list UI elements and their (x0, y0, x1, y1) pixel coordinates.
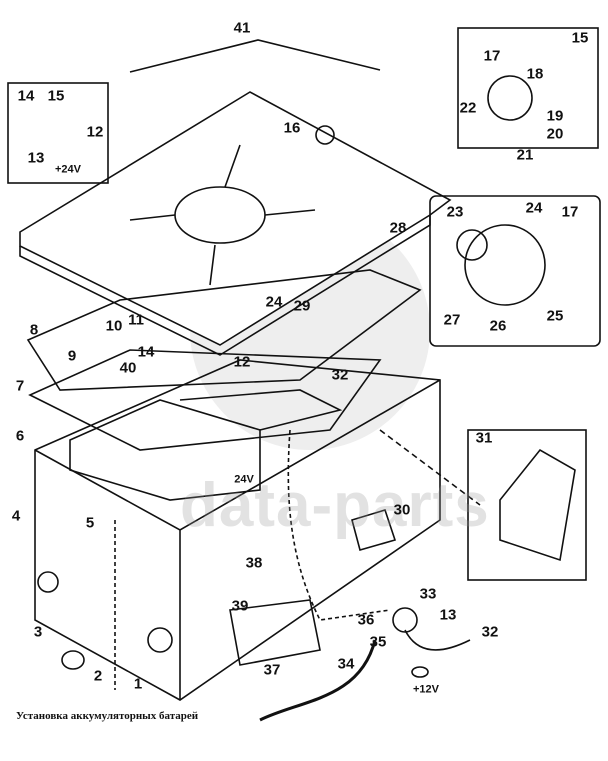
callout-31: 31 (475, 429, 493, 447)
callout-16: 16 (283, 119, 301, 137)
callout-20: 20 (546, 125, 564, 143)
dashed-link-31 (379, 429, 481, 506)
callout-8: 8 (29, 321, 39, 339)
callout-18: 18 (526, 65, 544, 83)
callout-21: 21 (516, 146, 534, 164)
bracket-31 (499, 448, 576, 562)
callout-27: 27 (443, 311, 461, 329)
callout-38: 38 (245, 554, 263, 572)
callout-33: 33 (419, 585, 437, 603)
watermark-text: data-parts (180, 471, 490, 540)
inset-terminal (7, 82, 109, 184)
callout-7: 7 (15, 377, 25, 395)
bracket-37 (229, 599, 321, 666)
callout-10: 10 (105, 317, 123, 335)
inset-bracket-31 (467, 429, 587, 581)
cable-dashed (287, 429, 391, 621)
callout-4: 4 (11, 507, 21, 525)
callout-41: 41 (233, 19, 251, 37)
callout-13b: 13 (439, 606, 457, 624)
callout-2: 2 (93, 667, 103, 685)
callout-6: 6 (15, 427, 25, 445)
callout-15b: 15 (571, 29, 589, 47)
callout-36: 36 (357, 611, 375, 629)
callout-37: 37 (263, 661, 281, 679)
callout-15: 15 (47, 87, 65, 105)
callout-14b: 14 (137, 343, 155, 361)
callout-30: 30 (393, 501, 411, 519)
callout-5: 5 (85, 514, 95, 532)
callout-13: 13 (27, 149, 45, 167)
switch-large (464, 224, 546, 306)
callout-19: 19 (546, 107, 564, 125)
battery-tray (28, 349, 382, 451)
callout-34: 34 (337, 655, 355, 673)
callout-17: 17 (483, 47, 501, 65)
callout-25: 25 (546, 307, 564, 325)
callout-29: 29 (293, 297, 311, 315)
callout-28: 28 (389, 219, 407, 237)
callout-plus-12v: +12V (413, 683, 439, 696)
grommet-33 (392, 607, 418, 633)
cable-34 (259, 639, 377, 722)
inset-switch-small (457, 27, 599, 149)
callout-17b: 17 (561, 203, 579, 221)
callout-23: 23 (446, 203, 464, 221)
callout-22: 22 (459, 99, 477, 117)
callout-3: 3 (33, 623, 43, 641)
callout-12b: 12 (233, 353, 251, 371)
bracket-30 (351, 509, 397, 551)
callout-26: 26 (489, 317, 507, 335)
battery-frame (26, 269, 422, 391)
callout-24v: 24V (234, 473, 254, 486)
callout-32: 32 (331, 366, 349, 384)
callout-35: 35 (369, 633, 387, 651)
plug-16 (315, 125, 335, 145)
nut-2 (61, 650, 85, 670)
battery-box (34, 359, 441, 701)
callout-plus-24v: +24V (55, 163, 81, 176)
callout-32b: 32 (481, 623, 499, 641)
callout-12: 12 (86, 123, 104, 141)
assembly-bracket-41 (129, 39, 381, 73)
inset-switch-large (429, 195, 601, 347)
callout-39: 39 (231, 597, 249, 615)
callout-40: 40 (119, 359, 137, 377)
diagram-caption: Установка аккумуляторных батарей (16, 710, 199, 722)
callout-9: 9 (67, 347, 77, 365)
callout-24b: 24 (265, 293, 283, 311)
callout-24: 24 (525, 199, 543, 217)
callout-14: 14 (17, 87, 35, 105)
callout-1: 1 (133, 675, 143, 693)
callout-11: 11 (128, 311, 144, 329)
switch-small (487, 75, 533, 121)
